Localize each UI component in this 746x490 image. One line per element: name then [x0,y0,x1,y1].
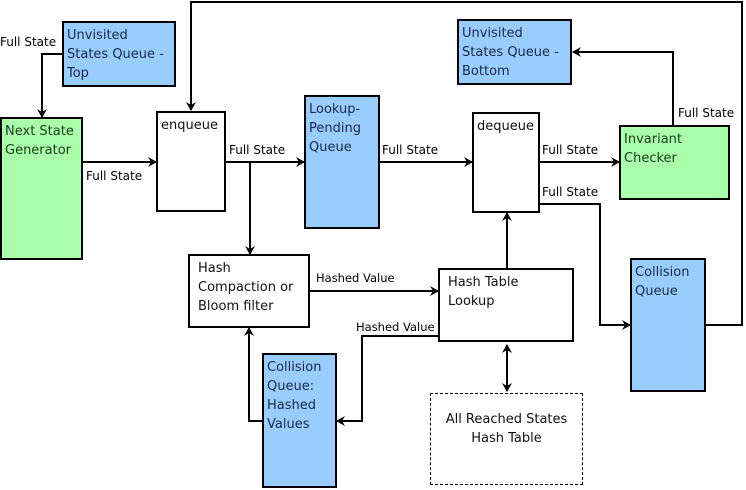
collision-queue-hashed: Collision Queue: Hashed Values [262,353,337,488]
edge-collision-hashed-to-hash [244,327,262,422]
enqueue-node: enqueue [156,111,226,212]
label-hash-to-lookup: Hashed Value [316,271,395,285]
edge-top-to-generator [37,53,62,118]
all-reached-states-table: All Reached States Hash Table [430,393,583,485]
edge-lookup-to-collision-hashed [336,335,438,426]
label-generator-to-enqueue: Full State [86,169,143,183]
label-top-to-generator: Full State [0,35,57,49]
unvisited-queue-bottom: Unvisited States Queue - Bottom [457,19,572,85]
hash-table-lookup: Hash Table Lookup [438,268,574,342]
invariant-checker: Invariant Checker [619,125,730,200]
label-dequeue-to-collision: Full State [542,185,599,199]
dequeue-node: dequeue [472,112,540,213]
next-state-generator: Next State Generator [0,117,83,260]
unvisited-queue-top: Unvisited States Queue - Top [62,21,176,87]
label-enqueue-to-lookup: Full State [229,143,286,157]
lookup-pending-queue: Lookup-Pending Queue [304,95,380,229]
edge-dequeue-to-collision [539,203,631,330]
collision-queue: Collision Queue [630,258,706,392]
edge-collision-to-enqueue [186,1,743,326]
label-lookup-to-collision-hashed: Hashed Value [356,320,435,334]
label-invariant-to-bottom: Full State [678,106,735,120]
label-lookup-to-dequeue: Full State [382,143,439,157]
label-dequeue-to-invariant: Full State [542,143,599,157]
edge-invariant-to-bottom [572,47,674,125]
hash-compaction-node: Hash Compaction or Bloom filter [188,254,310,328]
